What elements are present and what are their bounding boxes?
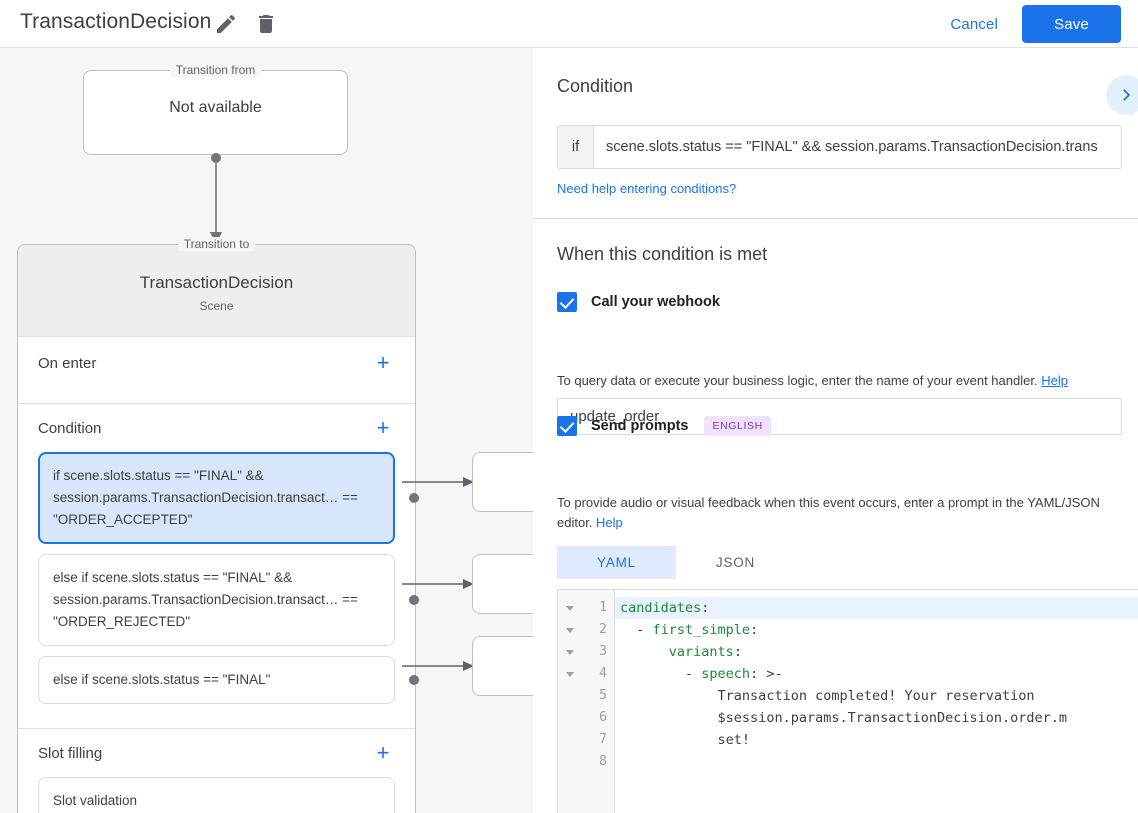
- trash-icon[interactable]: [254, 12, 278, 36]
- condition-chip-1-port: [409, 493, 419, 503]
- send-prompts-helper-text: To provide audio or visual feedback when…: [557, 493, 1109, 533]
- line-number: 7: [599, 732, 607, 747]
- editor-fold-column: [558, 590, 582, 813]
- call-webhook-row[interactable]: Call your webhook: [557, 292, 720, 312]
- editor-code-area[interactable]: candidates: - first_simple: variants: - …: [615, 590, 1138, 813]
- condition-chip-3-text: else if scene.slots.status == "FINAL": [53, 672, 271, 687]
- call-webhook-help-link[interactable]: Help: [1041, 373, 1068, 388]
- slot-validation-chip-text: Slot validation: [53, 793, 138, 808]
- fold-toggle-icon: [558, 751, 582, 773]
- condition-chip-1[interactable]: if scene.slots.status == "FINAL" && sess…: [38, 452, 419, 544]
- code-line[interactable]: - first_simple:: [620, 622, 759, 638]
- send-prompts-row[interactable]: Send prompts ENGLISH: [557, 416, 771, 436]
- when-condition-met-title: When this condition is met: [557, 244, 768, 264]
- transition-from-value: Not available: [169, 99, 262, 116]
- prompt-code-editor[interactable]: 1 2 3 4 5 6 7 8 candidates: - first_simple: var…: [557, 589, 1138, 813]
- call-webhook-helper-body: To query data or execute your business l…: [557, 373, 1038, 388]
- add-condition-button[interactable]: +: [371, 416, 395, 440]
- line-number: 8: [599, 754, 607, 769]
- line-number: 5: [599, 688, 607, 703]
- line-number: 2: [599, 622, 607, 637]
- condition-chip-1-text: if scene.slots.status == "FINAL" && sess…: [53, 468, 358, 527]
- send-prompts-helper-body: To provide audio or visual feedback when…: [557, 495, 1100, 530]
- code-line[interactable]: Transaction completed! Your reservation: [717, 688, 1035, 704]
- send-prompts-help-link[interactable]: Help: [596, 515, 623, 530]
- add-slot-filling-button[interactable]: +: [371, 741, 395, 765]
- fold-toggle-icon[interactable]: [558, 619, 582, 641]
- transition-from-card: Transition from Not available: [83, 63, 348, 155]
- panel-horizontal-divider: [533, 218, 1138, 219]
- condition-chip-3[interactable]: else if scene.slots.status == "FINAL": [38, 656, 419, 704]
- webhook-handler-input[interactable]: [557, 398, 1122, 435]
- section-title-on-enter: On enter: [38, 354, 97, 372]
- condition-input-row[interactable]: if: [557, 125, 1122, 169]
- fold-toggle-icon: [558, 729, 582, 751]
- section-title-slot-filling: Slot filling: [38, 744, 103, 762]
- condition-chip-2[interactable]: else if scene.slots.status == "FINAL" &&…: [38, 554, 419, 646]
- fold-toggle-icon[interactable]: [558, 641, 582, 663]
- fold-toggle-icon[interactable]: [558, 663, 582, 685]
- section-slot-filling: Slot filling + Slot validation: [18, 729, 415, 813]
- code-line[interactable]: - speech: >-: [620, 666, 783, 682]
- code-line[interactable]: candidates:: [615, 597, 1138, 619]
- condition-panel-title: Condition: [557, 76, 634, 96]
- code-line[interactable]: variants:: [668, 644, 742, 660]
- call-webhook-checkbox[interactable]: [557, 292, 577, 312]
- line-number: 1: [599, 600, 607, 615]
- tab-yaml[interactable]: YAML: [557, 546, 676, 579]
- call-webhook-helper-text: To query data or execute your business l…: [557, 371, 1117, 391]
- transition-from-legend: Transition from: [169, 63, 262, 77]
- line-number: 4: [599, 666, 607, 681]
- scene-header[interactable]: TransactionDecision Scene: [18, 245, 415, 337]
- transition-to-card: Transition to TransactionDecision Scene …: [17, 237, 419, 813]
- condition-chip-3-port: [409, 675, 419, 685]
- section-condition: Condition + if scene.slots.status == "FI…: [18, 404, 419, 729]
- section-on-enter: On enter +: [18, 337, 415, 404]
- slot-validation-chip[interactable]: Slot validation: [38, 777, 395, 813]
- tab-json[interactable]: JSON: [676, 546, 795, 579]
- flow-connector-arrow: [210, 153, 222, 245]
- code-line[interactable]: set!: [717, 732, 751, 748]
- send-prompts-checkbox[interactable]: [557, 416, 577, 436]
- code-line[interactable]: [615, 751, 1138, 773]
- line-number: 6: [599, 710, 607, 725]
- pencil-icon[interactable]: [214, 12, 238, 36]
- top-app-bar: TransactionDecision Cancel Save: [0, 0, 1138, 48]
- editor-line-numbers: 1 2 3 4 5 6 7 8: [582, 590, 615, 813]
- flow-canvas[interactable]: Transition from Not available Transition…: [0, 48, 533, 813]
- scene-subtitle: Scene: [199, 299, 234, 313]
- condition-chip-2-text: else if scene.slots.status == "FINAL" &&…: [53, 570, 358, 629]
- call-webhook-label: Call your webhook: [591, 294, 720, 310]
- language-badge: ENGLISH: [704, 416, 771, 436]
- chevron-right-icon[interactable]: [1106, 75, 1138, 115]
- section-title-condition: Condition: [38, 419, 102, 437]
- scene-name: TransactionDecision: [139, 273, 294, 292]
- condition-help-link[interactable]: Need help entering conditions?: [557, 181, 737, 196]
- fold-toggle-icon: [558, 685, 582, 707]
- save-button[interactable]: Save: [1022, 5, 1121, 43]
- fold-toggle-icon: [558, 707, 582, 729]
- cancel-button[interactable]: Cancel: [940, 10, 1008, 39]
- send-prompts-label: Send prompts: [591, 418, 689, 434]
- fold-toggle-icon[interactable]: [558, 597, 582, 619]
- condition-expression-input[interactable]: [594, 126, 1121, 168]
- transition-to-legend: Transition to: [177, 237, 256, 251]
- condition-if-label: if: [558, 126, 594, 168]
- condition-detail-panel: Condition if Need help entering conditio…: [533, 48, 1138, 813]
- condition-chip-2-port: [409, 595, 419, 605]
- page-title: TransactionDecision: [20, 10, 212, 33]
- editor-tabs: YAML JSON: [557, 546, 795, 579]
- add-on-enter-button[interactable]: +: [371, 351, 395, 375]
- line-number: 3: [599, 644, 607, 659]
- code-line[interactable]: $session.params.TransactionDecision.orde…: [717, 710, 1068, 726]
